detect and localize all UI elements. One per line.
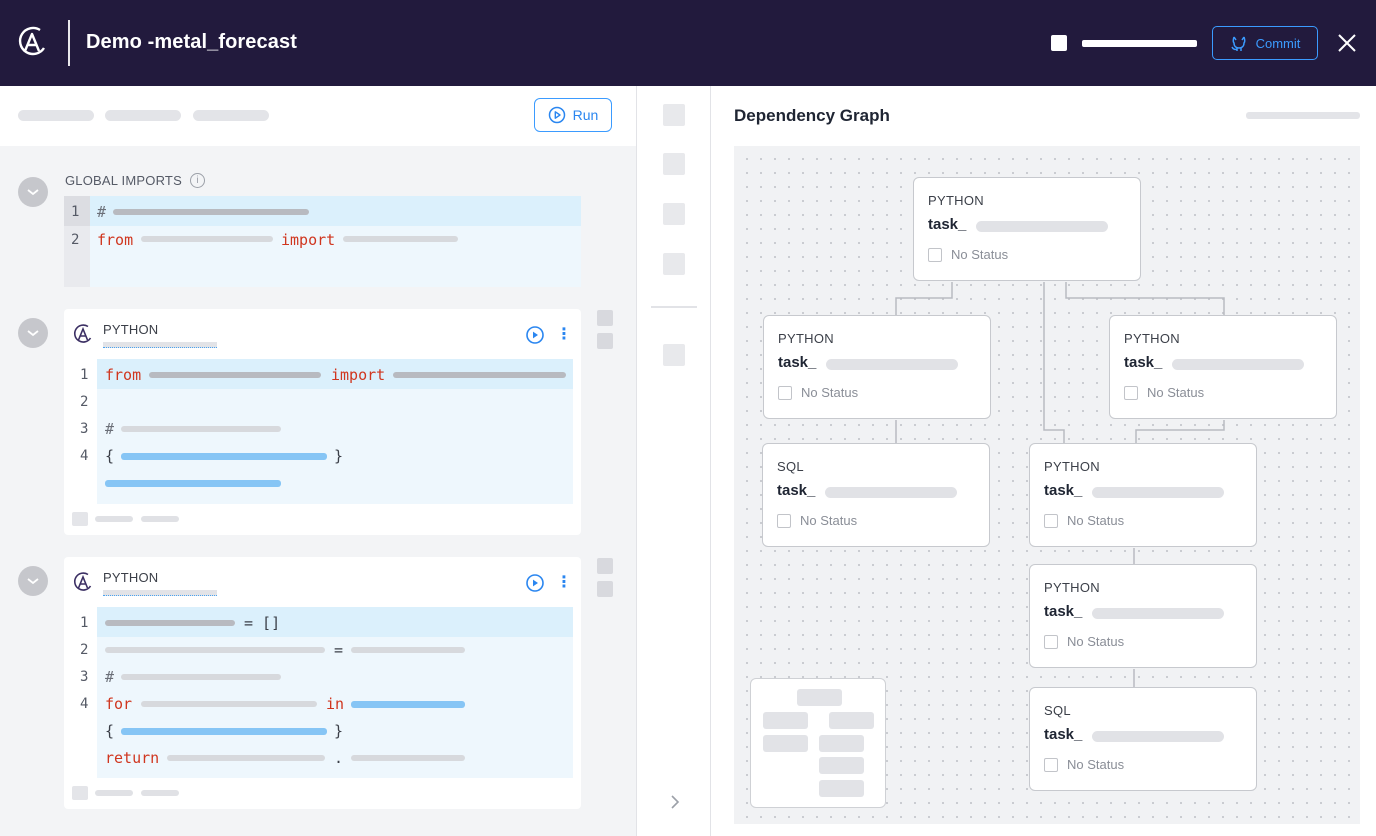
node-status-checkbox[interactable] <box>1044 758 1058 772</box>
edge <box>1135 420 1225 444</box>
collapse-cell-2[interactable] <box>18 566 48 596</box>
node-type-label: SQL <box>777 459 804 474</box>
node-status: No Status <box>1147 385 1205 400</box>
graph-minimap[interactable] <box>750 678 886 808</box>
node-type-label: PYTHON <box>1044 580 1100 595</box>
node-status: No Status <box>801 385 859 400</box>
graph-title: Dependency Graph <box>734 106 890 125</box>
cell-menu-icon[interactable]: ⋮ <box>556 574 572 591</box>
node-name: task_ <box>778 354 817 371</box>
run-cell-icon[interactable] <box>525 573 545 593</box>
chevron-right-icon[interactable] <box>665 792 685 812</box>
toolbar-placeholder[interactable] <box>193 110 269 121</box>
commit-button[interactable]: Commit <box>1212 26 1318 60</box>
cell-name-field[interactable] <box>103 590 217 596</box>
graph-node[interactable]: PYTHON task_ No Status <box>1109 315 1337 419</box>
node-type-label: PYTHON <box>778 331 834 346</box>
side-tool-button[interactable] <box>663 344 685 366</box>
node-type-label: PYTHON <box>1124 331 1180 346</box>
python-cell-logo-icon <box>73 572 92 591</box>
side-tool-button[interactable] <box>663 104 685 126</box>
edge <box>1043 282 1065 444</box>
global-imports-label: GLOBAL IMPORTS <box>65 173 182 188</box>
toolbar-placeholder[interactable] <box>105 110 181 121</box>
graph-node[interactable]: PYTHON task_ No Status <box>1029 443 1257 547</box>
python-cell-logo-icon <box>73 324 92 343</box>
graph-node[interactable]: PYTHON task_ No Status <box>913 177 1141 281</box>
info-icon[interactable]: i <box>190 173 205 188</box>
node-status: No Status <box>1067 757 1125 772</box>
page-title: Demo -metal_forecast <box>86 31 297 53</box>
node-name: task_ <box>1044 482 1083 499</box>
node-type-label: PYTHON <box>1044 459 1100 474</box>
node-status: No Status <box>1067 513 1125 528</box>
octocat-icon <box>1230 36 1246 51</box>
code-cell-2: PYTHON ⋮ 1 = [] 2 = 3 # 4 for in { } ret… <box>64 557 581 809</box>
run-button[interactable]: Run <box>534 98 612 132</box>
node-type-label: SQL <box>1044 703 1071 718</box>
side-tool-button[interactable] <box>663 153 685 175</box>
graph-node[interactable]: PYTHON task_ No Status <box>763 315 991 419</box>
node-status: No Status <box>1067 634 1125 649</box>
node-name: task_ <box>1124 354 1163 371</box>
cell-side-action[interactable] <box>597 333 613 349</box>
node-name: task_ <box>928 216 967 233</box>
commit-label: Commit <box>1255 35 1301 51</box>
node-name: task_ <box>1044 603 1083 620</box>
node-status-checkbox[interactable] <box>928 248 942 262</box>
node-status: No Status <box>800 513 858 528</box>
run-cell-icon[interactable] <box>525 325 545 345</box>
cell-name-field[interactable] <box>103 342 217 348</box>
cell-type-label: PYTHON <box>103 322 159 337</box>
header-placeholder-bar <box>1082 40 1197 47</box>
collapse-cell-1[interactable] <box>18 318 48 348</box>
toolbar-placeholder[interactable] <box>18 110 94 121</box>
cell-side-action[interactable] <box>597 581 613 597</box>
graph-node[interactable]: SQL task_ No Status <box>762 443 990 547</box>
collapse-global-imports[interactable] <box>18 177 48 207</box>
cell-2-editor[interactable]: 1 = [] 2 = 3 # 4 for in { } return . <box>64 607 573 778</box>
code-cell-1: PYTHON ⋮ 1 from import 2 3 # 4 { } <box>64 309 581 535</box>
header-divider <box>68 20 70 66</box>
chevron-down-icon <box>27 578 39 585</box>
edge <box>1065 282 1225 316</box>
global-imports-editor[interactable]: 1 # 2 from import <box>64 196 581 287</box>
close-icon[interactable] <box>1334 30 1360 56</box>
chevron-down-icon <box>27 330 39 337</box>
node-status-checkbox[interactable] <box>1124 386 1138 400</box>
edge <box>895 282 953 316</box>
node-status-checkbox[interactable] <box>1044 635 1058 649</box>
cell-side-action[interactable] <box>597 310 613 326</box>
status-square <box>1051 35 1067 51</box>
side-toolbar-divider <box>651 306 697 308</box>
cell-menu-icon[interactable]: ⋮ <box>556 326 572 343</box>
graph-edges <box>895 282 1225 688</box>
side-toolbar <box>636 86 711 836</box>
node-type-label: PYTHON <box>928 193 984 208</box>
graph-title-placeholder <box>1246 112 1360 119</box>
node-status-checkbox[interactable] <box>1044 514 1058 528</box>
run-label: Run <box>572 107 599 123</box>
app-logo-icon[interactable] <box>14 24 50 60</box>
chevron-down-icon <box>27 189 39 196</box>
cell-type-label: PYTHON <box>103 570 159 585</box>
play-circle-icon <box>548 106 565 124</box>
side-tool-button[interactable] <box>663 253 685 275</box>
node-name: task_ <box>1044 726 1083 743</box>
cell-1-editor[interactable]: 1 from import 2 3 # 4 { } <box>64 359 573 504</box>
node-name: task_ <box>777 482 816 499</box>
graph-node[interactable]: PYTHON task_ No Status <box>1029 564 1257 668</box>
node-status: No Status <box>951 247 1009 262</box>
cell-side-action[interactable] <box>597 558 613 574</box>
node-status-checkbox[interactable] <box>777 514 791 528</box>
node-status-checkbox[interactable] <box>778 386 792 400</box>
graph-node[interactable]: SQL task_ No Status <box>1029 687 1257 791</box>
app-header: Demo -metal_forecast Commit <box>0 0 1376 86</box>
side-tool-button[interactable] <box>663 203 685 225</box>
